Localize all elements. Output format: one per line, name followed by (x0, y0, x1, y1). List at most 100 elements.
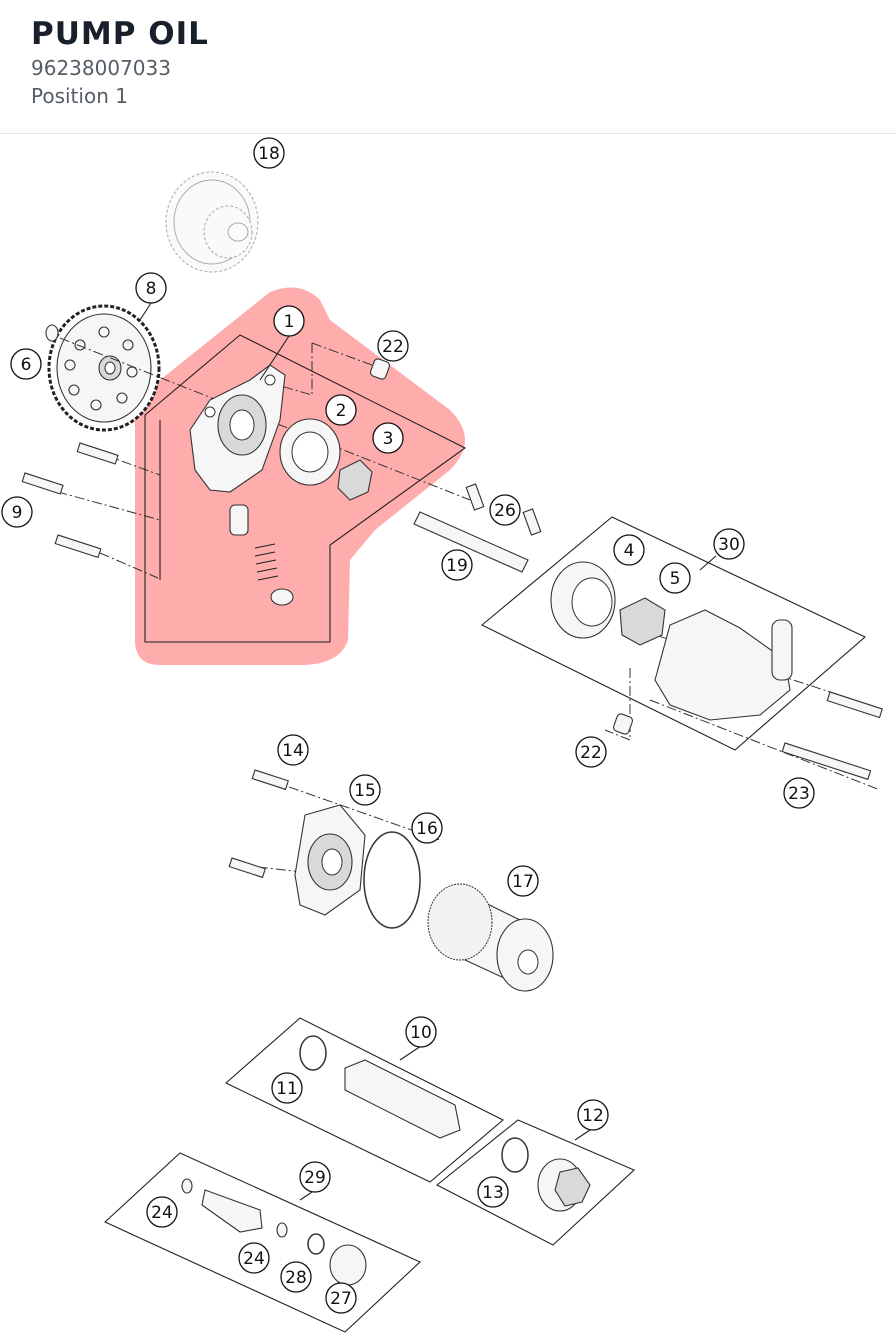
callout-9[interactable]: 9 (1, 496, 33, 528)
callout-label: 29 (304, 1168, 326, 1188)
callout-22a[interactable]: 22 (377, 330, 409, 362)
callout-label: 27 (330, 1289, 352, 1309)
callout-circle (1, 496, 33, 528)
callout-2[interactable]: 2 (325, 394, 357, 426)
callout-26[interactable]: 26 (489, 494, 521, 526)
pin-26b[interactable] (522, 508, 542, 536)
callout-circle (659, 562, 691, 594)
callout-11[interactable]: 11 (271, 1072, 303, 1104)
gear-18[interactable] (165, 171, 259, 273)
callout-label: 16 (416, 819, 438, 839)
callout-15[interactable]: 15 (349, 774, 381, 806)
screw-plug-12[interactable] (537, 1158, 591, 1212)
callout-circle (411, 812, 443, 844)
callout-circle (577, 1099, 609, 1131)
spring[interactable] (254, 543, 279, 581)
callout-label: 30 (718, 535, 740, 555)
plug-27[interactable] (329, 1244, 367, 1286)
washer-plug[interactable] (270, 588, 294, 606)
callout-10[interactable]: 10 (405, 1016, 437, 1048)
callout-label: 18 (258, 144, 280, 164)
callout-18[interactable]: 18 (253, 137, 285, 169)
callout-1[interactable]: 1 (273, 305, 305, 337)
valve-29[interactable] (201, 1189, 263, 1233)
callout-label: 10 (410, 1023, 432, 1043)
o-ring-11[interactable] (299, 1035, 327, 1071)
relief-valve[interactable] (229, 504, 249, 536)
callout-22b[interactable]: 22 (575, 736, 607, 768)
callout-28[interactable]: 28 (280, 1261, 312, 1293)
callout-circle (277, 734, 309, 766)
callout-circle (783, 777, 815, 809)
callout-circle (146, 1196, 178, 1228)
callout-23[interactable]: 23 (783, 777, 815, 809)
callout-label: 8 (146, 279, 157, 299)
washer-6[interactable] (45, 324, 59, 342)
bolt-14a[interactable] (251, 769, 289, 791)
callout-label: 28 (285, 1268, 307, 1288)
callout-17[interactable]: 17 (507, 865, 539, 897)
callout-label: 22 (382, 337, 404, 357)
o-ring-24b[interactable] (276, 1222, 288, 1238)
callout-label: 17 (512, 872, 534, 892)
bolt-14b[interactable] (228, 857, 266, 879)
callout-4[interactable]: 4 (613, 534, 645, 566)
callout-label: 6 (21, 355, 32, 375)
shaft-19[interactable] (413, 511, 529, 573)
callout-circle (441, 549, 473, 581)
callout-label: 19 (446, 556, 468, 576)
pump-assembly-30[interactable] (550, 561, 884, 781)
position-label: Position 1 (31, 84, 128, 108)
callout-label: 2 (336, 401, 347, 421)
outer-rotor-2[interactable] (279, 418, 341, 486)
callout-14[interactable]: 14 (277, 734, 309, 766)
callout-24b[interactable]: 24 (238, 1242, 270, 1274)
page-header: PUMP OIL 96238007033 Position 1 (0, 0, 896, 134)
oil-filter-17[interactable] (427, 883, 554, 992)
bolts-9[interactable] (21, 442, 119, 559)
callout-circle (377, 330, 409, 362)
callout-label: 26 (494, 501, 516, 521)
callout-circle (273, 305, 305, 337)
sleeve-22-top[interactable] (369, 358, 391, 380)
callout-3[interactable]: 3 (372, 422, 404, 454)
callout-circle (713, 528, 745, 560)
callout-5[interactable]: 5 (659, 562, 691, 594)
callout-circle (575, 736, 607, 768)
pin-26a[interactable] (465, 483, 485, 511)
bypass-valve-10[interactable] (344, 1059, 461, 1139)
callout-circle (135, 272, 167, 304)
callout-circle (489, 494, 521, 526)
callout-circle (507, 865, 539, 897)
inner-rotor-3[interactable] (337, 459, 373, 501)
callout-circle (405, 1016, 437, 1048)
callout-label: 11 (276, 1079, 298, 1099)
o-ring-28[interactable] (307, 1233, 325, 1255)
callout-13[interactable]: 13 (477, 1176, 509, 1208)
callout-27[interactable]: 27 (325, 1282, 357, 1314)
o-ring-16[interactable] (363, 831, 421, 929)
callout-29[interactable]: 29 (299, 1161, 331, 1193)
callout-label: 24 (243, 1249, 265, 1269)
callout-12[interactable]: 12 (577, 1099, 609, 1131)
callout-circle (271, 1072, 303, 1104)
callout-label: 1 (284, 312, 295, 332)
callout-label: 24 (151, 1203, 173, 1223)
gear-8[interactable] (47, 304, 161, 432)
callout-circle (613, 534, 645, 566)
callout-24a[interactable]: 24 (146, 1196, 178, 1228)
callout-19[interactable]: 19 (441, 549, 473, 581)
pump-housing-1[interactable] (189, 364, 286, 493)
callout-16[interactable]: 16 (411, 812, 443, 844)
o-ring-13[interactable] (501, 1137, 529, 1173)
part-number: 96238007033 (31, 56, 171, 80)
callout-circle (349, 774, 381, 806)
sleeve-22-bottom[interactable] (612, 713, 634, 735)
callout-circle (10, 348, 42, 380)
callout-6[interactable]: 6 (10, 348, 42, 380)
filter-cover-15[interactable] (294, 804, 366, 916)
callout-8[interactable]: 8 (135, 272, 167, 304)
o-ring-24a[interactable] (181, 1178, 193, 1194)
callout-30[interactable]: 30 (713, 528, 745, 560)
